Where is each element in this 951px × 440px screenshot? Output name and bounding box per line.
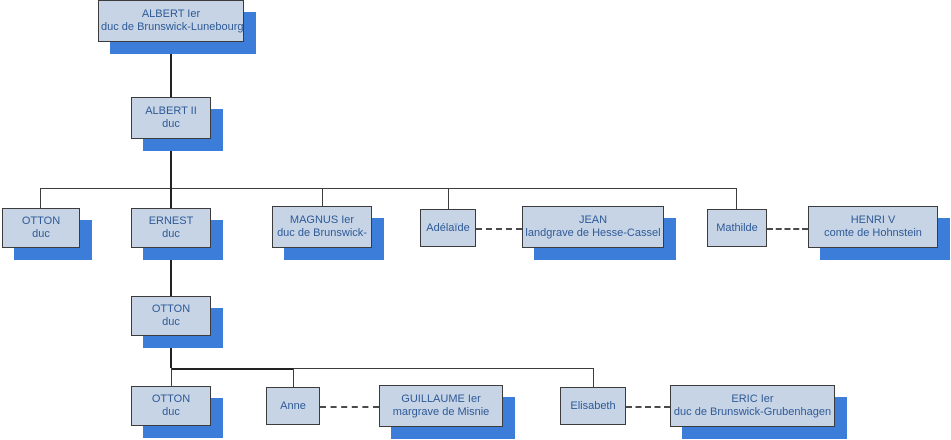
- node-box: ALBERT Ier duc de Brunswick-Lunebourg: [98, 0, 244, 42]
- node-jean[interactable]: JEAN landgrave de Hesse-Cassel: [522, 206, 676, 260]
- connector-bus-to-mathilde: [736, 188, 737, 209]
- node-box: JEAN landgrave de Hesse-Cassel: [522, 206, 664, 248]
- node-box: OTTON duc: [131, 386, 211, 426]
- node-henri5[interactable]: HENRI V comte de Hohnstein: [808, 206, 950, 260]
- connector-bus-to-elisabeth: [593, 368, 594, 387]
- node-box: OTTON duc: [2, 208, 80, 248]
- node-box: Adélaïde: [420, 209, 476, 247]
- connector-bus-to-otton-c: [171, 368, 172, 386]
- node-box: Elisabeth: [560, 387, 626, 425]
- node-box: ALBERT II duc: [131, 97, 211, 139]
- node-box: ERIC Ier duc de Brunswick-Grubenhagen: [670, 385, 835, 427]
- node-anne[interactable]: Anne: [266, 387, 320, 425]
- node-name: ALBERT Ier: [141, 8, 201, 20]
- node-name: Adélaïde: [426, 221, 470, 234]
- node-ernest[interactable]: ERNEST duc: [131, 208, 223, 260]
- node-otton-c[interactable]: OTTON duc: [131, 386, 223, 438]
- connector-albert2-to-sibling-bus: [170, 139, 172, 188]
- node-name: JEAN: [578, 214, 608, 226]
- connector-ernest-to-otton-b: [170, 248, 172, 296]
- node-title: comte de Hohnstein: [824, 227, 922, 239]
- sibling-bus-generation-5-right: [293, 368, 593, 369]
- marriage-line-mathilde-henri5: [767, 228, 808, 230]
- marriage-line-anne-guillaume: [320, 406, 379, 408]
- node-name: OTTON: [151, 393, 191, 405]
- node-name: GUILLAUME Ier: [401, 393, 481, 405]
- marriage-line-adelaide-jean: [476, 228, 522, 230]
- node-albert1[interactable]: ALBERT Ier duc de Brunswick-Lunebourg: [98, 0, 256, 54]
- connector-bus-to-otton-a: [40, 188, 41, 208]
- node-title: duc: [32, 228, 50, 240]
- node-guillaume1[interactable]: GUILLAUME Ier margrave de Misnie: [379, 385, 515, 439]
- connector-bus-to-adelaide: [448, 188, 449, 209]
- node-albert2[interactable]: ALBERT II duc: [131, 97, 223, 151]
- node-otton-b[interactable]: OTTON duc: [131, 296, 223, 348]
- node-title: duc de Brunswick-Lunebourg: [101, 21, 244, 33]
- node-box: MAGNUS Ier duc de Brunswick-: [272, 206, 372, 248]
- node-title: duc: [162, 316, 180, 328]
- node-name: ERIC Ier: [731, 393, 774, 405]
- node-title: duc de Brunswick-: [277, 227, 367, 239]
- node-mathilde[interactable]: Mathilde: [707, 209, 767, 247]
- node-name: ALBERT II: [145, 105, 197, 117]
- node-box: Mathilde: [707, 209, 767, 247]
- marriage-line-elisabeth-eric1: [626, 406, 670, 408]
- node-box: OTTON duc: [131, 296, 211, 336]
- node-title: duc: [162, 118, 180, 130]
- node-title: landgrave de Hesse-Cassel: [525, 227, 661, 239]
- connector-bus-to-anne: [293, 368, 294, 387]
- node-name: Anne: [280, 399, 306, 412]
- node-box: ERNEST duc: [131, 208, 211, 248]
- node-title: duc: [162, 228, 180, 240]
- node-name: OTTON: [21, 215, 61, 227]
- node-title: duc: [162, 406, 180, 418]
- node-eric1[interactable]: ERIC Ier duc de Brunswick-Grubenhagen: [670, 385, 847, 439]
- node-name: Mathilde: [716, 221, 758, 234]
- node-adelaide[interactable]: Adélaïde: [420, 209, 476, 247]
- connector-albert1-to-albert2: [170, 42, 172, 97]
- node-box: Anne: [266, 387, 320, 425]
- connector-bus-to-magnus1: [322, 188, 323, 206]
- connector-bus-to-ernest: [170, 188, 172, 208]
- node-name: OTTON: [151, 303, 191, 315]
- node-title: margrave de Misnie: [392, 406, 490, 418]
- connector-otton-b-to-sibling-bus: [170, 336, 172, 368]
- node-magnus1[interactable]: MAGNUS Ier duc de Brunswick-: [272, 206, 384, 260]
- node-elisabeth[interactable]: Elisabeth: [560, 387, 626, 425]
- node-name: ERNEST: [148, 215, 194, 227]
- node-box: GUILLAUME Ier margrave de Misnie: [379, 385, 503, 427]
- node-otton-a[interactable]: OTTON duc: [2, 208, 92, 260]
- node-name: HENRI V: [850, 214, 896, 226]
- sibling-bus-generation-5-left: [171, 368, 294, 370]
- node-box: HENRI V comte de Hohnstein: [808, 206, 938, 248]
- node-name: Elisabeth: [570, 399, 616, 412]
- sibling-bus-generation-3: [40, 188, 736, 189]
- node-title: duc de Brunswick-Grubenhagen: [673, 406, 832, 418]
- node-name: MAGNUS Ier: [289, 214, 355, 226]
